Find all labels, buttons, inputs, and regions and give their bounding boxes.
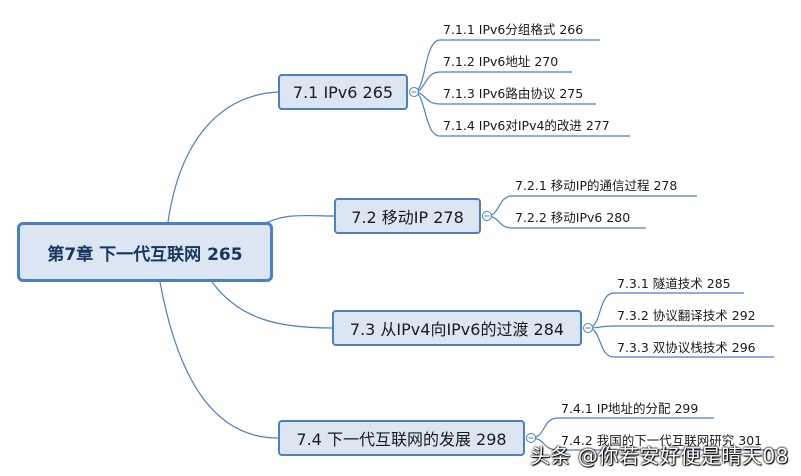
subtopic-label: 7.1.4 IPv6对IPv4的改进 277: [443, 118, 610, 133]
subtopic-7-2-1[interactable]: 7.2.1 移动IP的通信过程 278: [515, 174, 677, 198]
subtopic-label: 7.4.1 IP地址的分配 299: [561, 401, 699, 416]
subtopic-label: 7.1.3 IPv6路由协议 275: [443, 86, 584, 101]
subtopic-7-3-1[interactable]: 7.3.1 隧道技术 285: [617, 272, 731, 296]
root-topic[interactable]: 第7章 下一代互联网 265: [17, 222, 273, 282]
subtopic-7-1-3[interactable]: 7.1.3 IPv6路由协议 275: [443, 82, 583, 106]
section-7-2[interactable]: 7.2 移动IP 278: [334, 198, 481, 234]
section-label: 7.2 移动IP 278: [351, 208, 464, 227]
subtopic-label: 7.3.2 协议翻译技术 292: [617, 308, 756, 323]
subtopic-label: 7.1.2 IPv6地址 270: [443, 54, 559, 69]
subtopic-label: 7.2.2 移动IPv6 280: [515, 210, 631, 225]
section-label: 7.3 从IPv4向IPv6的过渡 284: [349, 320, 565, 339]
subtopic-7-1-4[interactable]: 7.1.4 IPv6对IPv4的改进 277: [443, 114, 610, 138]
subtopic-7-4-2[interactable]: 7.4.2 我国的下一代互联网研究 301: [561, 429, 762, 453]
subtopic-label: 7.2.1 移动IP的通信过程 278: [515, 178, 678, 193]
section-7-4[interactable]: 7.4 下一代互联网的发展 298: [278, 420, 525, 456]
subtopic-label: 7.4.2 我国的下一代互联网研究 301: [561, 433, 763, 448]
subtopic-label: 7.3.1 隧道技术 285: [617, 276, 731, 291]
subtopic-7-4-1[interactable]: 7.4.1 IP地址的分配 299: [561, 397, 698, 421]
subtopic-label: 7.1.1 IPv6分组格式 266: [443, 22, 584, 37]
subtopic-7-3-3[interactable]: 7.3.3 双协议栈技术 296: [617, 336, 756, 360]
subtopic-7-2-2[interactable]: 7.2.2 移动IPv6 280: [515, 206, 630, 230]
root-topic-label: 第7章 下一代互联网 265: [47, 244, 243, 265]
section-7-1[interactable]: 7.1 IPv6 265: [278, 74, 408, 110]
section-label: 7.4 下一代互联网的发展 298: [296, 430, 507, 449]
subtopic-7-3-2[interactable]: 7.3.2 协议翻译技术 292: [617, 304, 756, 328]
section-label: 7.1 IPv6 265: [292, 82, 394, 102]
section-7-3[interactable]: 7.3 从IPv4向IPv6的过渡 284: [332, 310, 582, 346]
watermark-text: 头条 @你若安好便是晴天08: [530, 444, 789, 468]
subtopic-7-1-2[interactable]: 7.1.2 IPv6地址 270: [443, 50, 558, 74]
subtopic-label: 7.3.3 双协议栈技术 296: [617, 340, 756, 355]
subtopic-7-1-1[interactable]: 7.1.1 IPv6分组格式 266: [443, 18, 583, 42]
